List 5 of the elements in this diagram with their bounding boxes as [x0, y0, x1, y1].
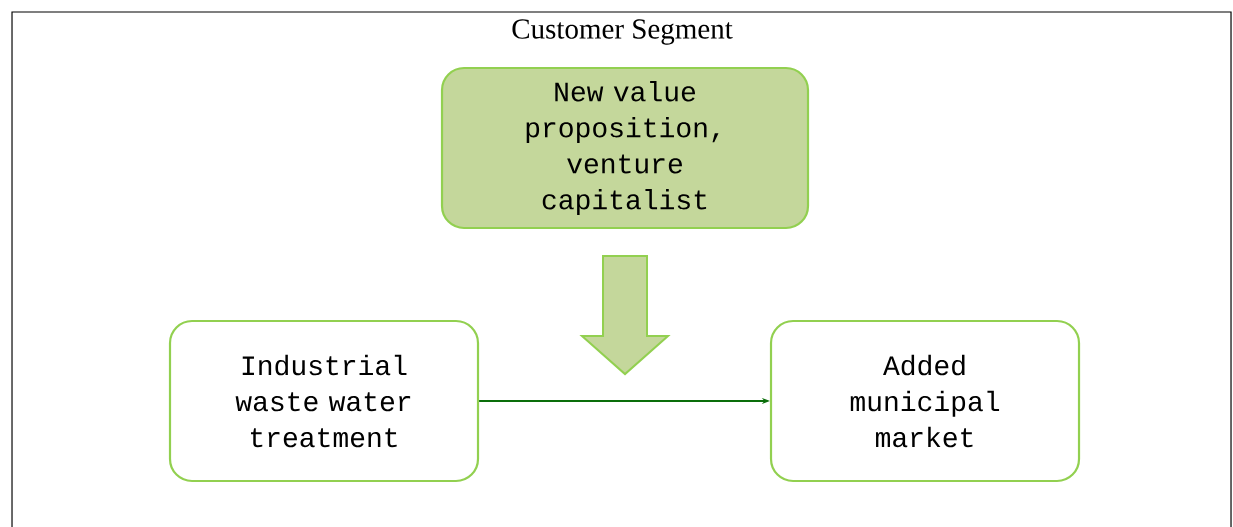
rounded-box: Added municipal market [769, 319, 1081, 483]
title: Customer Segment [512, 19, 733, 45]
filled-box: New value proposition, venture capitalist [440, 66, 810, 230]
block-arrow [579, 255, 671, 376]
rounded-box: Industrial waste water treatment [168, 319, 480, 483]
